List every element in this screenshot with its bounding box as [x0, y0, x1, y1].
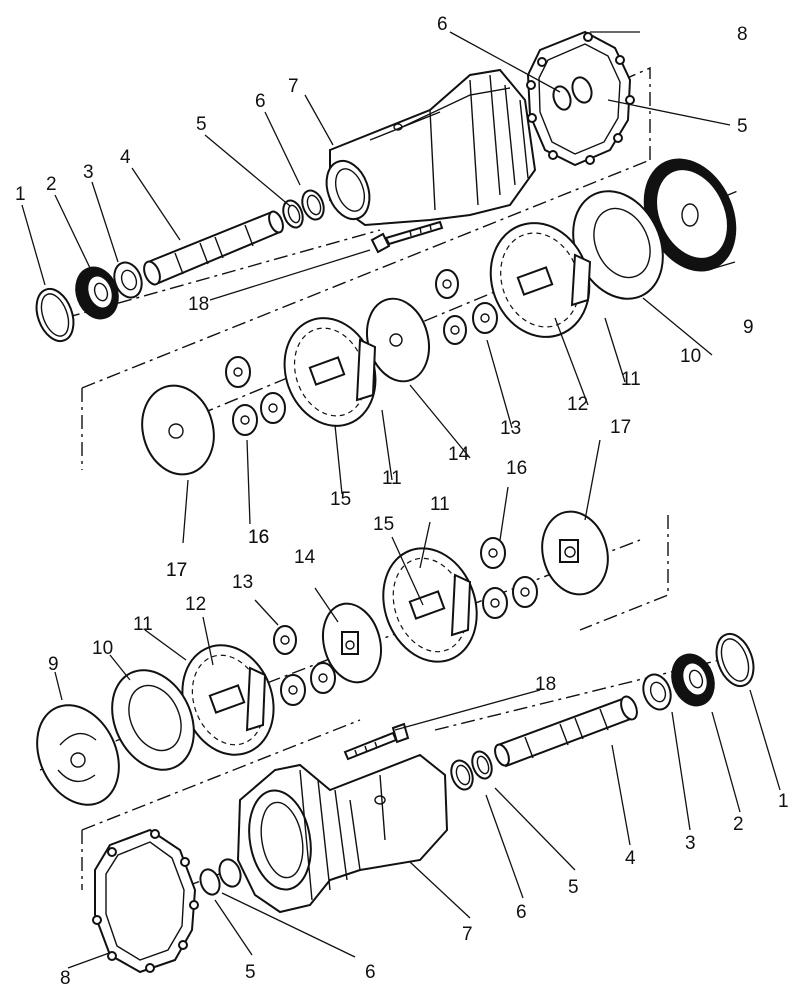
washer — [113, 261, 143, 299]
callout-16: 16 — [248, 527, 269, 548]
gear-plate — [322, 602, 382, 684]
callout-11: 11 — [621, 369, 641, 390]
bearing — [671, 653, 715, 707]
seal-ring — [471, 750, 493, 780]
callout-12: 12 — [567, 394, 588, 415]
o-ring — [301, 189, 325, 221]
thrust-plate — [111, 669, 195, 771]
bolt — [343, 722, 410, 761]
end-plate — [36, 704, 120, 806]
callout-6: 6 — [365, 962, 376, 983]
gear-carrier — [283, 317, 377, 427]
bearing — [75, 266, 119, 320]
callout-11: 11 — [382, 468, 402, 489]
planet-gear — [225, 356, 286, 436]
callout-17: 17 — [610, 417, 631, 438]
bolt — [370, 220, 444, 254]
gear-carrier — [181, 644, 275, 756]
callout-14: 14 — [294, 547, 316, 568]
o-ring — [450, 759, 474, 791]
callout-18: 18 — [188, 294, 209, 315]
callout-15: 15 — [373, 514, 394, 535]
gasket-seal-ring — [552, 76, 593, 111]
callout-2: 2 — [46, 174, 57, 195]
callout-9: 9 — [743, 317, 754, 338]
end-plate — [643, 158, 737, 272]
callout-8: 8 — [60, 968, 71, 989]
callout-4: 4 — [120, 147, 131, 168]
sun-gear-plate — [541, 510, 609, 596]
gear-carrier — [382, 547, 478, 663]
retaining-ring — [35, 287, 75, 343]
planet-gear — [435, 269, 498, 345]
gasket — [92, 828, 199, 974]
callout-13: 13 — [500, 418, 521, 439]
callout-1: 1 — [778, 791, 789, 812]
callout-17: 17 — [166, 560, 187, 581]
callout-5: 5 — [568, 877, 579, 898]
callout-3: 3 — [685, 833, 696, 854]
callout-5: 5 — [737, 116, 748, 137]
callout-9: 9 — [48, 654, 59, 675]
callout-10: 10 — [92, 638, 113, 659]
callout-7: 7 — [462, 924, 473, 945]
thrust-plate — [572, 190, 664, 300]
callout-5: 5 — [245, 962, 256, 983]
sun-gear-plate — [141, 384, 215, 476]
seal-ring — [282, 199, 304, 229]
callout-13: 13 — [232, 572, 253, 593]
callout-1: 1 — [15, 184, 26, 205]
callout-2: 2 — [733, 814, 744, 835]
housing — [236, 753, 449, 914]
callout-6: 6 — [255, 91, 266, 112]
washer — [642, 673, 672, 711]
lower-boundary-line — [81, 515, 669, 890]
gear-carrier — [489, 222, 592, 338]
gear-plate — [366, 297, 430, 383]
callout-6: 6 — [516, 902, 527, 923]
callout-8: 8 — [737, 24, 748, 45]
callout-10: 10 — [680, 346, 701, 367]
retaining-ring — [715, 632, 755, 688]
callout-14: 14 — [448, 444, 470, 465]
callout-18: 18 — [535, 674, 556, 695]
gasket-seal-ring — [199, 858, 242, 896]
shaft — [494, 695, 638, 768]
callout-17: 17 — [166, 560, 187, 581]
callout-11: 11 — [133, 614, 153, 635]
callout-5: 5 — [196, 114, 207, 135]
callout-6: 6 — [437, 14, 448, 35]
planet-gear — [480, 537, 538, 619]
callout-11: 11 — [430, 494, 450, 515]
callout-3: 3 — [83, 162, 94, 183]
callout-16: 16 — [506, 458, 527, 479]
shaft — [143, 210, 284, 286]
planet-gear — [273, 625, 336, 706]
callout-15: 15 — [330, 489, 351, 510]
housing — [325, 68, 537, 227]
callout-4: 4 — [625, 848, 636, 869]
callout-12: 12 — [185, 594, 206, 615]
callout-16: 16 — [248, 527, 269, 548]
callout-7: 7 — [288, 76, 299, 97]
